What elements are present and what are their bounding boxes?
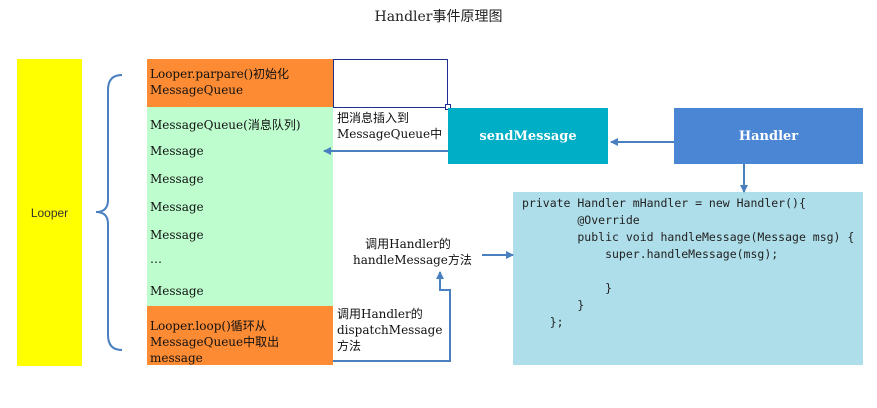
queue-item: Message [150,228,204,242]
insert-label-line2: MessageQueue中 [337,127,443,141]
queue-item: Message [150,144,204,158]
insert-label-line1: 把消息插入到 [337,111,410,125]
prepare-line2: MessageQueue [150,83,244,97]
message-queue [147,107,333,307]
code-line: }; [522,315,564,329]
loop-line2: MessageQueue中取出message [150,335,280,365]
queue-item: … [150,252,162,266]
handle-label-line2: handleMessage方法 [353,253,472,267]
queue-header: MessageQueue(消息队列) [150,118,301,132]
code-line: @Override [522,213,640,227]
dispatch-label: 调用Handler的 dispatchMessage 方法 [337,306,442,354]
insert-label: 把消息插入到 MessageQueue中 [337,110,442,142]
send-message-label: sendMessage [479,128,577,144]
diagram-title: Handler事件原理图 [374,9,503,25]
prepare-line1: Looper.parpare()初始化 [150,67,290,81]
code-line: } [522,298,585,312]
code-line: public void handleMessage(Message msg) { [522,230,855,244]
send-message-box: sendMessage [448,108,608,164]
queue-item: Message [150,284,204,298]
handle-label: 调用Handler的 handleMessage方法 [353,236,472,268]
handler-label: Handler [738,128,799,144]
prepare-box: Looper.parpare()初始化 MessageQueue [147,59,333,107]
code-line: super.handleMessage(msg); [522,247,779,261]
loop-line1: Looper.loop()循环从 [150,319,267,333]
dispatch-label-line2: dispatchMessage [337,323,443,337]
handle-label-line1: 调用Handler的 [365,237,451,251]
looper-label: Looper [30,205,69,220]
dispatch-label-line3: 方法 [337,339,362,353]
code-line: } [522,281,613,295]
looper-box: Looper [17,59,82,366]
insert-slot [333,59,448,108]
handler-box: Handler [674,108,863,164]
code-line: private Handler mHandler = new Handler()… [522,196,806,210]
code-block: private Handler mHandler = new Handler()… [513,192,863,365]
queue-item: Message [150,200,204,214]
dispatch-label-line1: 调用Handler的 [337,307,423,321]
arrow-loop-to-dispatch [333,271,451,362]
queue-item: Message [150,172,204,186]
loop-box: Looper.loop()循环从 MessageQueue中取出message [147,306,333,365]
